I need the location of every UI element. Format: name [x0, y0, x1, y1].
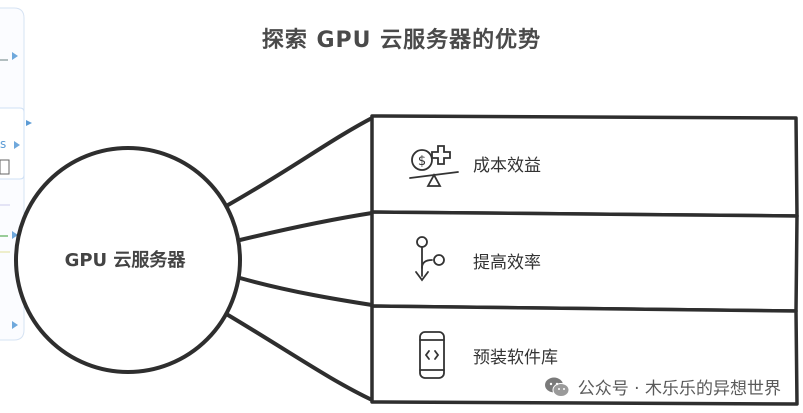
watermark: 公众号 · 木乐乐的异想世界	[544, 374, 781, 399]
benefit-label-2: 提高效率	[473, 253, 541, 273]
connector-line	[226, 116, 374, 207]
panel-arrow-icon[interactable]	[12, 231, 18, 239]
side-panel-label: s	[0, 137, 7, 151]
connector-line	[238, 276, 374, 307]
benefit-box-2	[370, 210, 799, 313]
side-panel-overlay: s	[0, 0, 28, 345]
watermark-text: 公众号 · 木乐乐的异想世界	[577, 379, 781, 399]
panel-arrow-icon[interactable]	[12, 321, 18, 329]
connectors	[226, 116, 374, 402]
center-circle	[14, 146, 242, 374]
connector-line	[238, 211, 374, 242]
benefit-box-1	[370, 114, 799, 218]
diagram-title: 探索 GPU 云服务器的优势	[261, 28, 542, 53]
money-scale-icon: $	[409, 145, 459, 187]
benefit-box-3	[370, 304, 799, 406]
benefit-label-3: 预装软件库	[473, 348, 558, 368]
center-label: GPU 云服务器	[64, 250, 186, 271]
code-phone-icon	[419, 331, 445, 379]
wechat-icon	[544, 377, 570, 397]
connector-line	[226, 313, 374, 402]
svg-text:$: $	[418, 154, 426, 169]
checkbox-icon[interactable]	[0, 159, 10, 175]
panel-arrow-icon[interactable]	[14, 141, 20, 149]
panel-arrow-icon[interactable]	[12, 52, 18, 60]
benefit-label-1: 成本效益	[473, 156, 541, 176]
branch-flow-icon	[415, 236, 445, 282]
panel-pointer-icon	[26, 120, 32, 126]
